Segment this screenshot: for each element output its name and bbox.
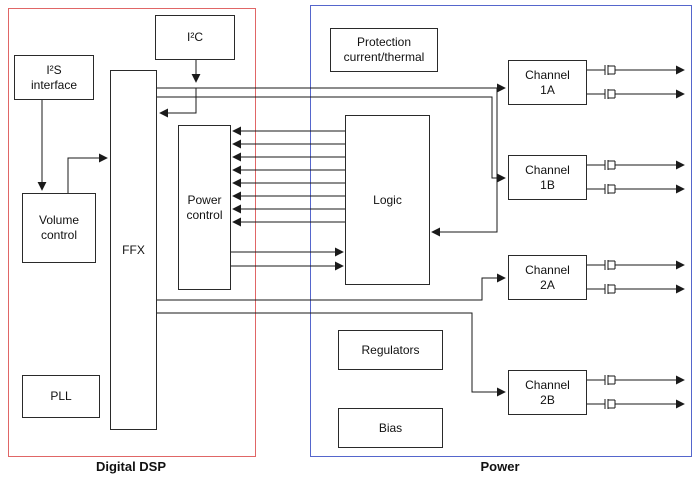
block-pll: PLL <box>22 375 100 418</box>
dsp-group-label: Digital DSP <box>95 459 167 474</box>
block-channel-2b: Channel 2B <box>508 370 587 415</box>
power-group-outline <box>310 5 692 457</box>
block-regulators: Regulators <box>338 330 443 370</box>
block-channel-2a: Channel 2A <box>508 255 587 300</box>
block-i2c: I²C <box>155 15 235 60</box>
block-bias: Bias <box>338 408 443 448</box>
block-logic: Logic <box>345 115 430 285</box>
block-volume-control: Volume control <box>22 193 96 263</box>
power-group-label: Power <box>480 459 520 474</box>
block-ffx: FFX <box>110 70 157 430</box>
block-channel-1a: Channel 1A <box>508 60 587 105</box>
block-channel-1b: Channel 1B <box>508 155 587 200</box>
block-protection: Protection current/thermal <box>330 28 438 72</box>
dsp-group-outline <box>8 8 256 457</box>
block-power-control: Power control <box>178 125 231 290</box>
block-i2s-interface: I²S interface <box>14 55 94 100</box>
